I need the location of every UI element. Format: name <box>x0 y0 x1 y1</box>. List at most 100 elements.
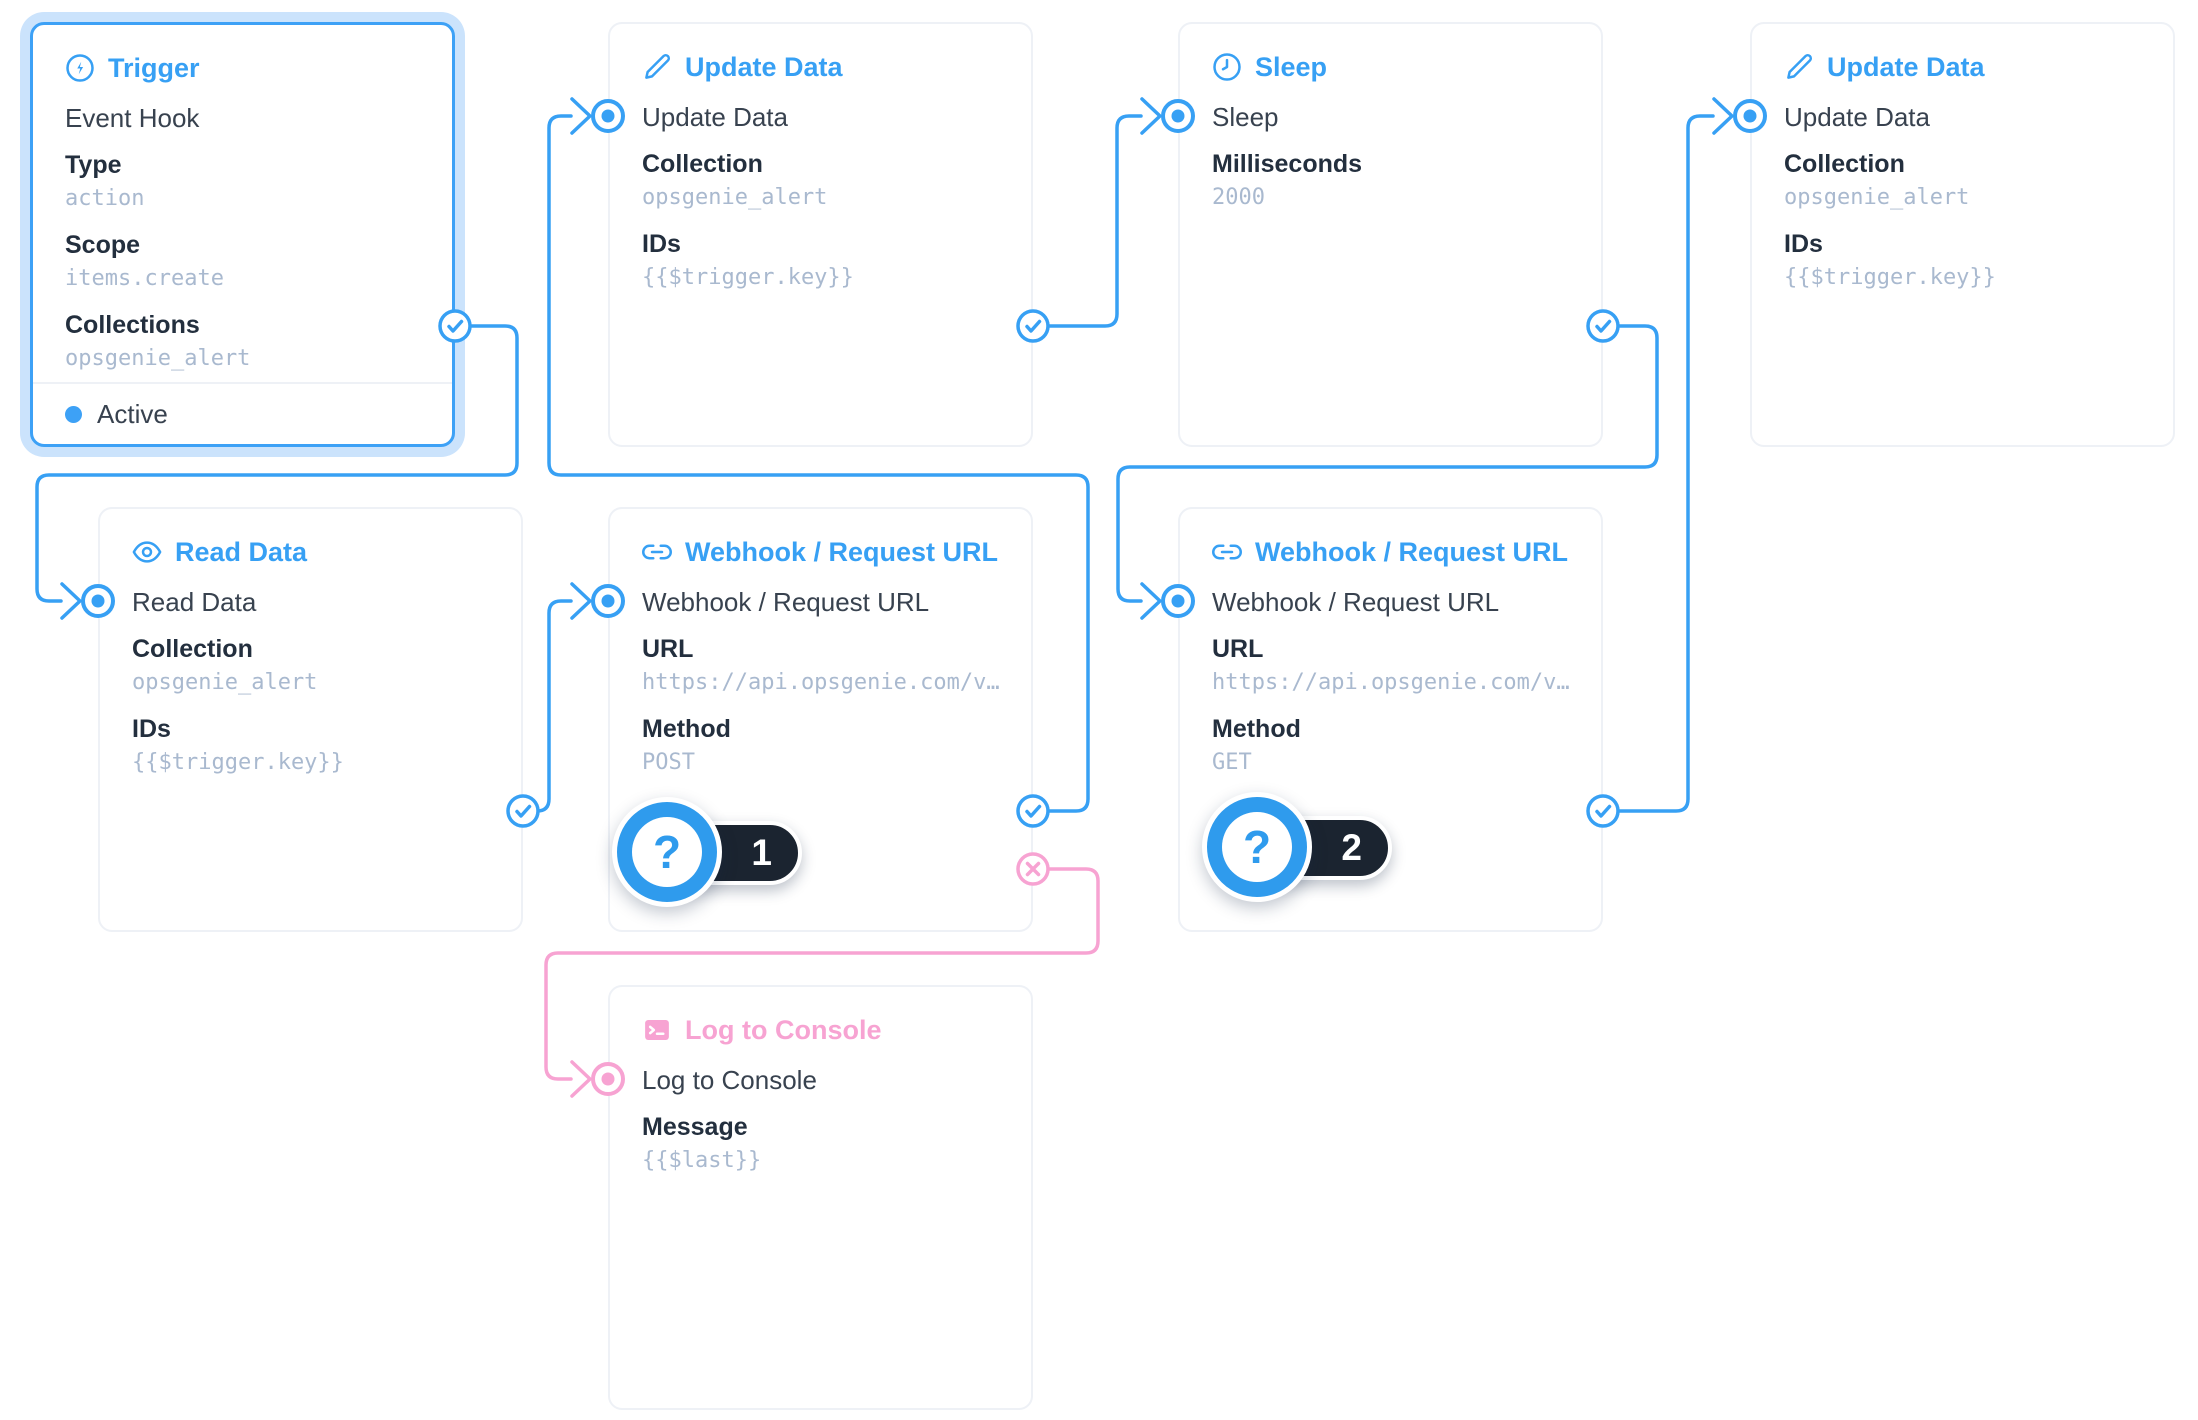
field-group: URL https://api.opsgenie.com/v… <box>1212 632 1569 699</box>
arrowhead-log-input <box>570 1060 592 1098</box>
link-icon <box>1212 537 1242 567</box>
field-label: Message <box>642 1113 748 1141</box>
node-title: Update Data <box>1827 52 1985 82</box>
field-group: Milliseconds 2000 <box>1212 147 1569 214</box>
connection-read-data-to-webhook-post <box>521 599 573 813</box>
field-value: {{$last}} <box>642 1148 762 1173</box>
node-header: Log to Console <box>642 1013 999 1047</box>
arrowhead-update-data-1-input <box>570 97 592 135</box>
field-value: {{$trigger.key}} <box>1784 265 1996 290</box>
field-label: IDs <box>1784 230 1823 258</box>
field-group: Collection opsgenie_alert <box>642 147 999 214</box>
field-label: Method <box>642 715 731 743</box>
field-group: Type action <box>65 148 420 215</box>
field-label: Type <box>65 151 122 179</box>
flow-node-update-data-1[interactable]: Update Data Update Data Collection opsge… <box>608 22 1033 447</box>
flow-node-sleep[interactable]: Sleep Sleep Milliseconds 2000 <box>1178 22 1603 447</box>
node-header: Read Data <box>132 535 489 569</box>
trigger-status-footer: Active <box>33 382 452 444</box>
flow-node-update-data-2[interactable]: Update Data Update Data Collection opsge… <box>1750 22 2175 447</box>
field-value: {{$trigger.key}} <box>132 750 344 775</box>
webhook-post-question-badge[interactable]: ? <box>612 797 722 907</box>
field-group: Collection opsgenie_alert <box>132 632 489 699</box>
field-label: Milliseconds <box>1212 150 1363 178</box>
operation-name: Update Data <box>642 102 788 132</box>
field-value: action <box>65 186 145 211</box>
arrowhead-webhook-get-input <box>1140 582 1162 620</box>
flow-node-trigger[interactable]: Trigger Event Hook Type action Scope ite… <box>30 22 455 447</box>
field-value: https://api.opsgenie.com/v… <box>1212 670 1569 695</box>
field-group: Collections opsgenie_alert <box>65 308 420 375</box>
field-value: opsgenie_alert <box>1784 185 1970 210</box>
field-group: IDs {{$trigger.key}} <box>642 227 999 294</box>
attempt-count: 1 <box>751 832 772 873</box>
node-header: Update Data <box>642 50 999 84</box>
field-label: IDs <box>642 230 681 258</box>
operation-name: Webhook / Request URL <box>1212 587 1500 617</box>
operation-name: Read Data <box>132 587 257 617</box>
link-icon <box>642 537 672 567</box>
field-group: IDs {{$trigger.key}} <box>132 712 489 779</box>
operation-name: Update Data <box>1784 102 1930 132</box>
field-value: opsgenie_alert <box>65 346 251 371</box>
node-title: Log to Console <box>685 1015 882 1045</box>
node-header: Update Data <box>1784 50 2141 84</box>
field-group: IDs {{$trigger.key}} <box>1784 227 2141 294</box>
field-group: URL https://api.opsgenie.com/v… <box>642 632 999 699</box>
field-value: GET <box>1212 750 1252 775</box>
field-value: items.create <box>65 266 224 291</box>
node-header: Sleep <box>1212 50 1569 84</box>
connection-update-data-1-to-sleep <box>1031 114 1143 328</box>
field-group: Scope items.create <box>65 228 420 295</box>
arrowhead-read-data-input <box>60 582 82 620</box>
operation-name: Sleep <box>1212 102 1279 132</box>
node-header: Webhook / Request URL <box>642 535 999 569</box>
field-group: Method POST <box>642 712 999 779</box>
attempt-count: 2 <box>1341 827 1362 868</box>
flow-node-read-data[interactable]: Read Data Read Data Collection opsgenie_… <box>98 507 523 932</box>
question-icon: ? <box>1222 812 1292 882</box>
field-label: IDs <box>132 715 171 743</box>
active-status-dot <box>65 405 82 423</box>
question-icon: ? <box>632 817 702 887</box>
flow-node-log-to-console[interactable]: Log to Console Log to Console Message {{… <box>608 985 1033 1410</box>
clock-icon <box>1212 52 1242 82</box>
field-label: Collection <box>642 150 763 178</box>
node-title: Webhook / Request URL <box>1255 537 1569 567</box>
node-title: Update Data <box>685 52 843 82</box>
pencil-icon <box>1784 52 1814 82</box>
node-title: Trigger <box>108 53 200 83</box>
eye-icon <box>132 537 162 567</box>
connection-webhook-get-to-update-data-2 <box>1601 114 1715 813</box>
node-title: Sleep <box>1255 52 1328 82</box>
pencil-icon <box>642 52 672 82</box>
field-label: Collection <box>132 635 253 663</box>
field-group: Message {{$last}} <box>642 1110 999 1177</box>
operation-name: Log to Console <box>642 1065 817 1095</box>
field-value: {{$trigger.key}} <box>642 265 854 290</box>
node-header: Trigger <box>65 51 420 85</box>
field-value: https://api.opsgenie.com/v… <box>642 670 999 695</box>
field-group: Method GET <box>1212 712 1569 779</box>
field-label: Collection <box>1784 150 1905 178</box>
operation-name: Event Hook <box>65 103 200 133</box>
terminal-icon <box>642 1015 672 1045</box>
field-label: URL <box>642 635 694 663</box>
operation-name: Webhook / Request URL <box>642 587 930 617</box>
node-title: Read Data <box>175 537 308 567</box>
node-header: Webhook / Request URL <box>1212 535 1569 569</box>
field-label: Method <box>1212 715 1301 743</box>
field-value: opsgenie_alert <box>642 185 828 210</box>
field-label: Collections <box>65 311 200 339</box>
field-value: 2000 <box>1212 185 1265 210</box>
status-badge: Active <box>97 398 168 429</box>
field-label: URL <box>1212 635 1264 663</box>
field-label: Scope <box>65 231 141 259</box>
arrowhead-webhook-post-input <box>570 582 592 620</box>
field-value: opsgenie_alert <box>132 670 318 695</box>
arrowhead-sleep-input <box>1140 97 1162 135</box>
webhook-get-question-badge[interactable]: ? <box>1202 792 1312 902</box>
node-title: Webhook / Request URL <box>685 537 999 567</box>
field-value: POST <box>642 750 695 775</box>
